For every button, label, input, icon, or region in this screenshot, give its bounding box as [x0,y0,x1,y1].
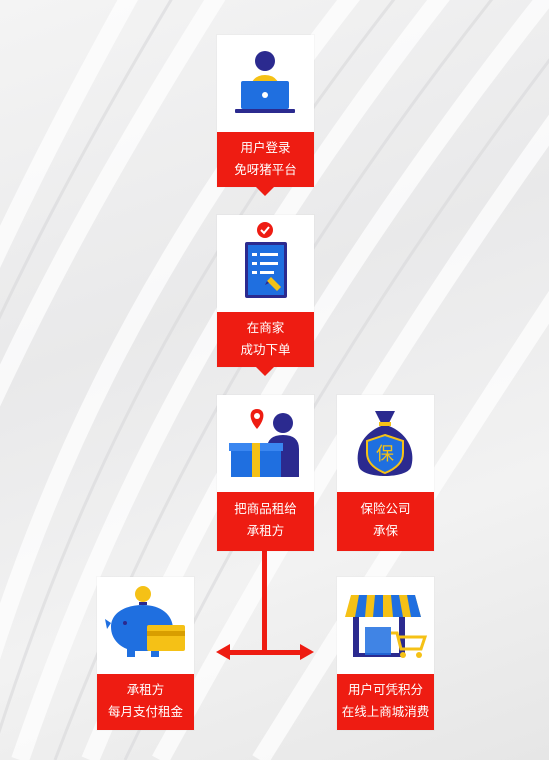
checklist-clipboard-icon [245,222,287,298]
insurance-bag-shield-icon: 保 [357,411,413,476]
step-card-rent: 把商品租给 承租方 [217,395,314,551]
flow-arrow-1 [256,187,274,196]
arrow-left-icon [216,644,230,660]
step-card-insurance: 保 保险公司 承保 [337,395,434,551]
step-label-insurance: 保险公司 承保 [337,492,434,551]
svg-text:保: 保 [376,444,394,465]
person-gift-location-icon [229,409,299,477]
flow-connector-vertical [262,551,267,652]
flow-connector-horizontal [228,650,302,655]
person-laptop-icon [235,51,295,113]
flow-arrow-2 [256,367,274,376]
step-card-pay: 承租方 每月支付租金 [97,577,194,730]
step-label-login: 用户登录 免呀猪平台 [217,132,314,187]
storefront-cart-icon [345,595,428,658]
step-card-login: 用户登录 免呀猪平台 [217,35,314,187]
step-label-pay: 承租方 每月支付租金 [97,674,194,730]
piggy-bank-card-icon [105,586,185,657]
step-card-order: 在商家 成功下单 [217,215,314,367]
step-label-shop: 用户可凭积分 在线上商城消费 [337,674,434,730]
step-label-order: 在商家 成功下单 [217,312,314,367]
step-label-rent: 把商品租给 承租方 [217,492,314,551]
arrow-right-icon [300,644,314,660]
step-card-shop: 用户可凭积分 在线上商城消费 [337,577,434,730]
